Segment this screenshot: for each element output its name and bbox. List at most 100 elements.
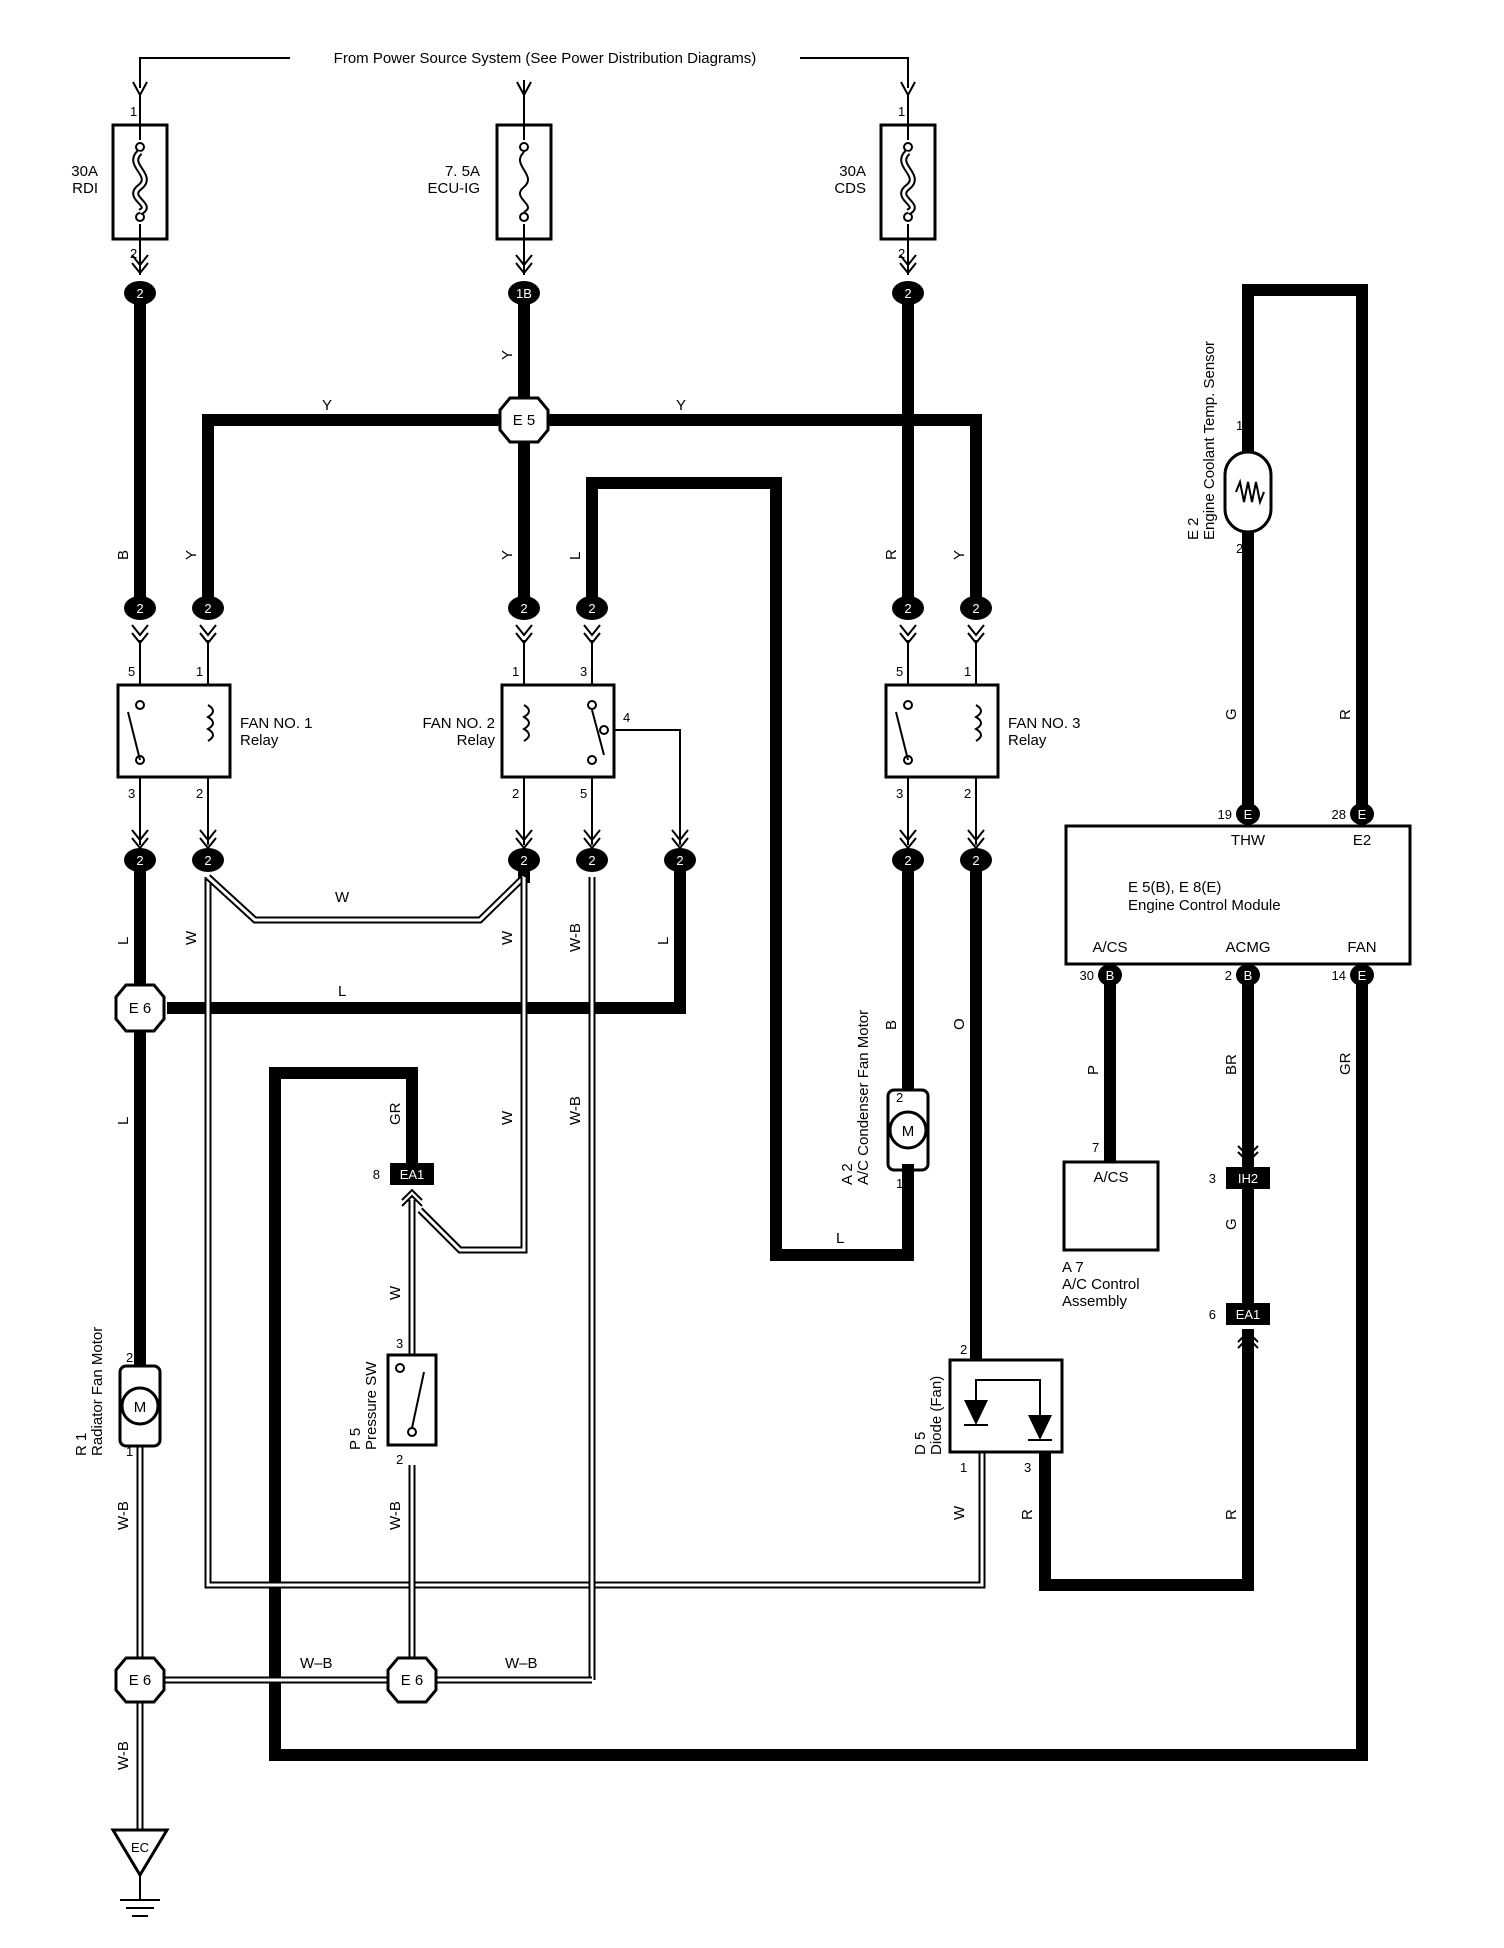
svg-text:2: 2 — [964, 786, 971, 801]
svg-text:3: 3 — [1024, 1460, 1031, 1475]
power-source-label: From Power Source System (See Power Dist… — [334, 50, 757, 67]
fuse-rdi: 1 2 30A RDI — [71, 95, 169, 275]
pressure-switch: 3 2 P 5 Pressure SW — [347, 1336, 438, 1467]
svg-text:19: 19 — [1218, 807, 1232, 822]
svg-text:A/CS: A/CS — [1092, 939, 1127, 956]
svg-text:7: 7 — [1092, 1140, 1099, 1155]
svg-text:W-B: W-B — [387, 1501, 404, 1530]
svg-text:2: 2 — [972, 853, 979, 868]
svg-text:2: 2 — [136, 601, 143, 616]
wire-labels: Y Y Y B Y Y L R Y G R W L W W W-B L L L … — [115, 350, 1354, 1770]
svg-text:Pressure SW: Pressure SW — [363, 1361, 380, 1450]
svg-text:Y: Y — [183, 550, 200, 560]
relay-upper-connectors: 2 2 2 2 2 2 — [124, 596, 992, 644]
svg-text:IH2: IH2 — [1238, 1171, 1258, 1186]
svg-text:E 6: E 6 — [129, 1672, 152, 1689]
svg-text:2: 2 — [130, 246, 137, 261]
svg-text:3: 3 — [128, 786, 135, 801]
svg-text:1: 1 — [898, 104, 905, 119]
svg-text:Y: Y — [322, 397, 332, 414]
svg-text:1: 1 — [130, 104, 137, 119]
svg-text:14: 14 — [1332, 968, 1346, 983]
svg-text:W-B: W-B — [115, 1741, 132, 1770]
svg-text:R: R — [1019, 1509, 1036, 1520]
svg-text:8: 8 — [373, 1167, 380, 1182]
connector-ea1-right: EA1 6 — [1209, 1303, 1270, 1349]
relay-fan-3: 5 1 3 2 FAN NO. 3 Relay — [884, 640, 1081, 845]
svg-text:1: 1 — [964, 664, 971, 679]
svg-text:2: 2 — [204, 853, 211, 868]
fuse-cds: 1 2 30A CDS — [834, 95, 937, 275]
svg-text:L: L — [655, 937, 672, 945]
svg-text:6: 6 — [1209, 1307, 1216, 1322]
svg-text:P: P — [1085, 1065, 1102, 1075]
svg-text:B: B — [883, 1020, 900, 1030]
svg-text:W: W — [951, 1505, 968, 1520]
svg-text:2: 2 — [1225, 968, 1232, 983]
svg-text:Assembly: Assembly — [1062, 1293, 1128, 1310]
svg-text:D 5: D 5 — [912, 1432, 929, 1455]
svg-text:RDI: RDI — [72, 180, 98, 197]
svg-text:L: L — [567, 552, 584, 560]
svg-text:THW: THW — [1231, 832, 1266, 849]
svg-text:3: 3 — [396, 1336, 403, 1351]
conn-2: 2 — [124, 281, 156, 305]
svg-text:A/CS: A/CS — [1093, 1169, 1128, 1186]
svg-text:5: 5 — [128, 664, 135, 679]
svg-text:BR: BR — [1223, 1054, 1240, 1075]
svg-text:2: 2 — [904, 853, 911, 868]
coolant-temp-sensor: 1 2 E 2 Engine Coolant Temp. Sensor — [1185, 341, 1273, 556]
svg-text:2: 2 — [126, 1350, 133, 1365]
svg-text:Relay: Relay — [240, 732, 279, 749]
svg-text:L: L — [115, 1117, 132, 1125]
svg-text:W-B: W-B — [567, 923, 584, 952]
svg-text:W–B: W–B — [300, 1655, 333, 1672]
svg-text:1: 1 — [896, 1176, 903, 1191]
svg-text:30A: 30A — [71, 163, 98, 180]
svg-text:B: B — [1244, 968, 1253, 983]
svg-text:E 6: E 6 — [401, 1672, 424, 1689]
svg-text:A/C Condenser Fan Motor: A/C Condenser Fan Motor — [855, 1010, 872, 1185]
svg-text:E2: E2 — [1353, 832, 1371, 849]
svg-text:2: 2 — [972, 601, 979, 616]
junction-e5: E 5 — [498, 396, 550, 444]
junction-e6-left: E 6 — [114, 1656, 166, 1704]
svg-text:7. 5A: 7. 5A — [445, 163, 480, 180]
svg-text:B: B — [1106, 968, 1115, 983]
svg-text:2: 2 — [520, 853, 527, 868]
svg-text:Relay: Relay — [457, 732, 496, 749]
svg-text:CDS: CDS — [834, 180, 866, 197]
svg-text:ACMG: ACMG — [1226, 939, 1271, 956]
svg-text:Y: Y — [676, 397, 686, 414]
svg-text:E: E — [1358, 968, 1367, 983]
svg-text:30A: 30A — [839, 163, 866, 180]
svg-text:3: 3 — [896, 786, 903, 801]
svg-text:2: 2 — [520, 601, 527, 616]
svg-text:FAN NO. 2: FAN NO. 2 — [422, 715, 495, 732]
svg-text:FAN NO. 1: FAN NO. 1 — [240, 715, 313, 732]
conn-2: 2 — [892, 281, 924, 305]
svg-text:2: 2 — [896, 1090, 903, 1105]
thick-wires — [134, 284, 1368, 1761]
relay-lower-connectors: 2 2 2 2 2 2 2 — [124, 829, 992, 872]
svg-text:W: W — [335, 889, 350, 906]
svg-text:Y: Y — [499, 350, 516, 360]
svg-text:3: 3 — [580, 664, 587, 679]
svg-text:3: 3 — [1209, 1171, 1216, 1186]
svg-text:2: 2 — [588, 601, 595, 616]
condenser-fan-motor: M 2 1 A 2 A/C Condenser Fan Motor — [839, 1010, 930, 1261]
svg-text:R: R — [1223, 1509, 1240, 1520]
svg-text:Y: Y — [951, 550, 968, 560]
svg-text:M: M — [134, 1399, 147, 1416]
junction-e6-upper: E 6 — [114, 983, 166, 1033]
svg-text:E: E — [1358, 807, 1367, 822]
svg-text:P 5: P 5 — [347, 1428, 364, 1450]
svg-text:1: 1 — [512, 664, 519, 679]
svg-text:4: 4 — [623, 710, 630, 725]
svg-text:L: L — [836, 1230, 844, 1247]
svg-text:1: 1 — [960, 1460, 967, 1475]
svg-text:1: 1 — [126, 1444, 133, 1459]
svg-text:2: 2 — [676, 853, 683, 868]
